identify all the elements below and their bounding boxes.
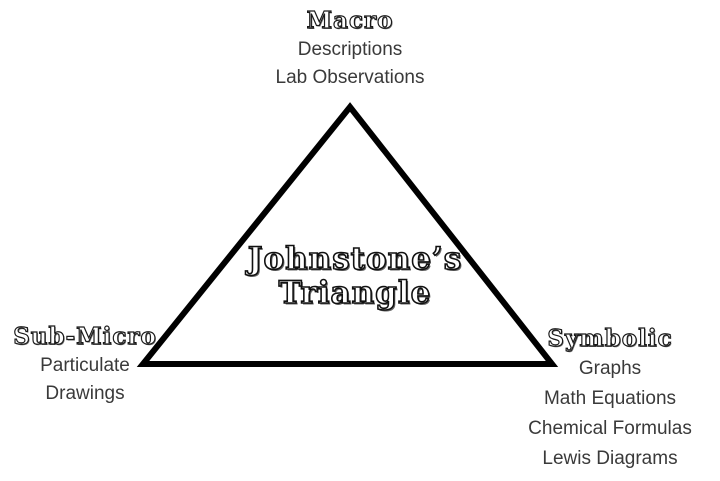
- vertex-label-sub-micro: Sub-Micro: [13, 322, 157, 350]
- vertex-sub-micro: Sub-Micro Particulate Drawings: [0, 322, 170, 408]
- vertex-item: Lewis Diagrams: [542, 448, 678, 469]
- diagram-title: Johnstone’s Triangle: [230, 241, 480, 311]
- vertex-symbolic: Symbolic Graphs Math Equations Chemical …: [505, 324, 715, 474]
- vertex-item: Chemical Formulas: [528, 418, 692, 439]
- diagram-title-line1: Johnstone’s: [247, 241, 463, 277]
- diagram-title-line2: Triangle: [278, 275, 432, 311]
- vertex-item: Descriptions: [297, 39, 403, 60]
- vertex-label-symbolic: Symbolic: [547, 324, 673, 352]
- vertex-item: Lab Observations: [275, 67, 425, 88]
- vertex-macro: Macro Descriptions Lab Observations: [230, 6, 470, 92]
- vertex-item: Particulate: [40, 355, 130, 376]
- vertex-label-macro: Macro: [306, 6, 394, 34]
- vertex-item: Math Equations: [543, 388, 677, 409]
- vertex-item: Graphs: [578, 358, 642, 379]
- vertex-item: Drawings: [45, 383, 125, 404]
